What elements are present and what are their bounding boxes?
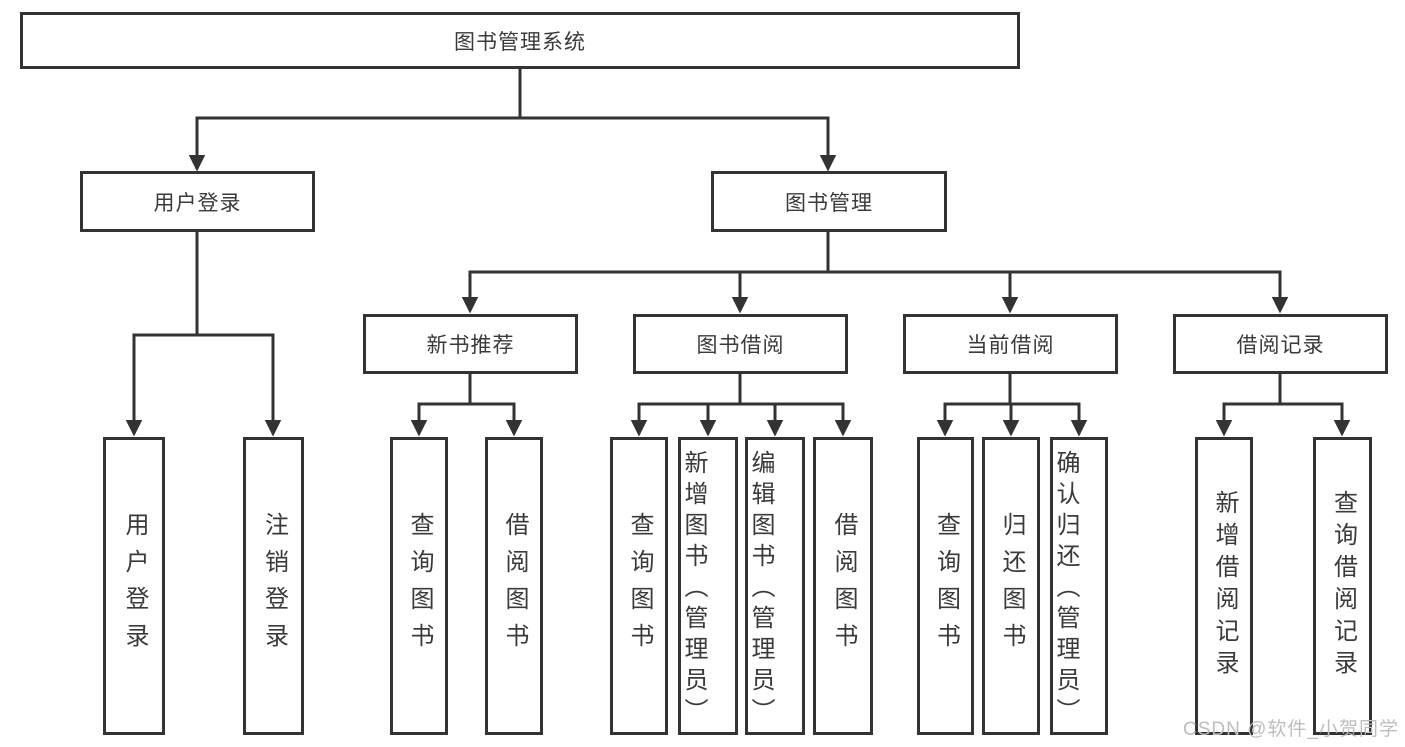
leaf-add-book-admin: 新增图书（管理员）	[678, 437, 738, 735]
node-label: 用户登录	[153, 191, 242, 215]
leaf-edit-book-admin: 编辑图书（管理员）	[745, 437, 805, 735]
leaf-query-books-recommend: 查询图书	[390, 437, 448, 735]
node-label: 注销登录	[260, 512, 288, 660]
node-borrowing-records: 借阅记录	[1173, 314, 1388, 374]
node-label: 借阅图书	[501, 512, 528, 660]
node-label: 新增借阅记录	[1211, 490, 1238, 682]
leaf-add-borrow-record: 新增借阅记录	[1195, 437, 1253, 735]
leaf-borrow-books-borrowing: 借阅图书	[813, 437, 873, 735]
node-label: 新增图书（管理员）	[680, 450, 707, 729]
node-current-borrowing: 当前借阅	[903, 314, 1118, 374]
node-label: 借阅记录	[1236, 334, 1325, 357]
leaf-user-login: 用户登录	[103, 437, 165, 735]
node-label: 新书推荐	[426, 334, 515, 357]
node-label: 归还图书	[998, 512, 1025, 660]
node-label: 借阅图书	[830, 512, 857, 660]
node-label: 查询图书	[406, 512, 433, 660]
node-label: 用户登录	[121, 512, 148, 660]
node-label: 查询图书	[626, 512, 653, 660]
node-user-login: 用户登录	[80, 171, 315, 232]
node-library-system: 图书管理系统	[20, 12, 1020, 69]
node-label: 图书管理系统	[454, 30, 586, 54]
leaf-query-books-borrowing: 查询图书	[610, 437, 668, 735]
csdn-watermark: CSDN @软件_小贺同学	[1183, 719, 1399, 740]
leaf-confirm-return-admin: 确认归还（管理员）	[1050, 437, 1108, 735]
leaf-query-borrow-record: 查询借阅记录	[1313, 437, 1372, 735]
node-label: 确认归还（管理员）	[1052, 450, 1079, 729]
node-book-borrowing: 图书借阅	[633, 314, 848, 374]
leaf-logout: 注销登录	[243, 437, 304, 735]
node-label: 编辑图书（管理员）	[747, 450, 774, 729]
node-new-book-recommend: 新书推荐	[363, 314, 578, 374]
node-book-management: 图书管理	[711, 171, 947, 232]
leaf-query-books-current: 查询图书	[917, 437, 974, 735]
leaf-borrow-books-recommend: 借阅图书	[485, 437, 543, 735]
node-label: 查询借阅记录	[1329, 490, 1357, 682]
leaf-return-books: 归还图书	[982, 437, 1040, 735]
node-label: 当前借阅	[966, 334, 1055, 357]
node-label: 查询图书	[932, 512, 960, 660]
node-label: 图书管理	[785, 191, 873, 215]
node-label: 图书借阅	[696, 334, 785, 357]
